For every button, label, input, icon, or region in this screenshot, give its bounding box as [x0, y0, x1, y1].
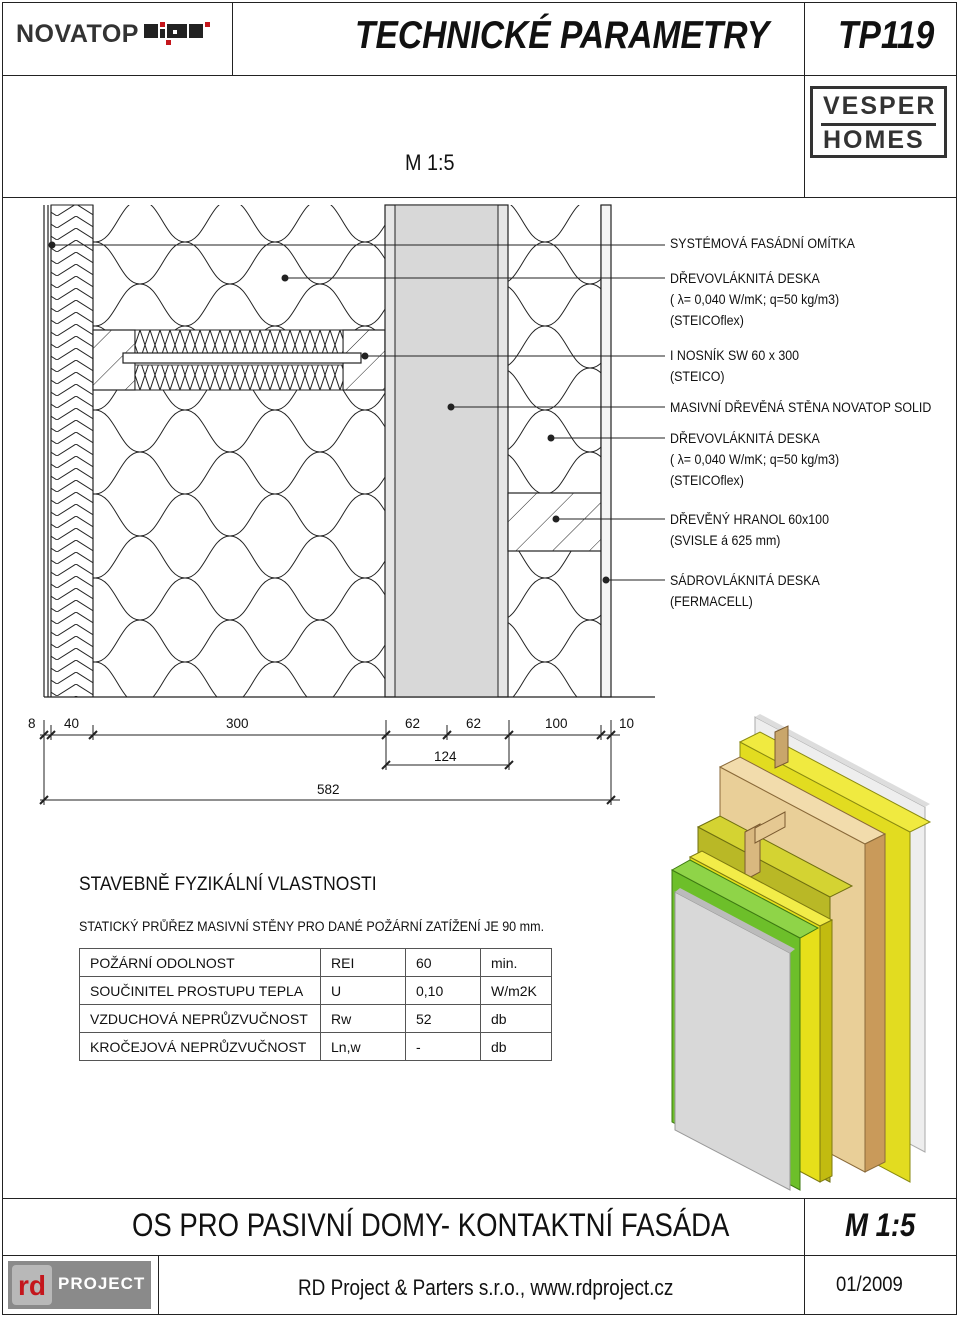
- table-row: KROČEJOVÁ NEPRŮZVUČNOST Ln,w - db: [79, 1032, 552, 1061]
- footer-sep-2: [158, 1255, 159, 1315]
- header-divider: [2, 75, 957, 76]
- header-sep-2: [804, 2, 805, 197]
- brand-text: NOVATOP: [16, 20, 139, 48]
- page-title: TECHNICKÉ PARAMETRY: [355, 14, 770, 57]
- prop-value: 52: [405, 1004, 481, 1033]
- layer-label-gypsum: SÁDROVLÁKNITÁ DESKA(FERMACELL): [670, 573, 820, 609]
- dim-62a: 62: [405, 716, 421, 731]
- rd-project-logo: rd PROJECT: [8, 1261, 151, 1309]
- dim-124: 124: [434, 749, 457, 764]
- novatop-logo: NOVATOP: [16, 20, 210, 49]
- dim-8: 8: [28, 716, 36, 731]
- sheet-code: TP119: [838, 14, 935, 57]
- prop-unit: db: [480, 1032, 552, 1061]
- company-info: RD Project & Parters s.r.o., www.rdproje…: [298, 1275, 674, 1300]
- svg-text:rd: rd: [18, 1270, 46, 1301]
- layer-label-i-beam: I NOSNÍK SW 60 x 300(STEICO): [670, 348, 800, 384]
- prop-value: -: [405, 1032, 481, 1061]
- layer-label-render: SYSTÉMOVÁ FASÁDNÍ OMÍTKA: [670, 236, 855, 251]
- prop-unit: W/m2K: [480, 976, 552, 1005]
- layer-label-fibreboard-ext: DŘEVOVLÁKNITÁ DESKA( λ= 0,040 W/mK; q=50…: [670, 271, 840, 328]
- layer-label-solid-wall: MASIVNÍ DŘEVĚNÁ STĚNA NOVATOP SOLID: [670, 400, 932, 415]
- vesper-logo-line1: VESPER: [823, 92, 937, 120]
- date: 01/2009: [836, 1273, 903, 1296]
- table-row: POŽÁRNÍ ODOLNOST REI 60 min.: [79, 948, 552, 977]
- layer-label-fibreboard-int: DŘEVOVLÁKNITÁ DESKA( λ= 0,040 W/mK; q=50…: [670, 431, 840, 488]
- properties-table: POŽÁRNÍ ODOLNOST REI 60 min. SOUČINITEL …: [79, 948, 552, 1061]
- prop-label: SOUČINITEL PROSTUPU TEPLA: [79, 976, 321, 1005]
- prop-unit: db: [480, 1004, 552, 1033]
- prop-unit: min.: [480, 948, 552, 977]
- wall-3d-illustration: [670, 714, 932, 1191]
- vesper-logo-line2: HOMES: [823, 126, 925, 154]
- prop-label: POŽÁRNÍ ODOLNOST: [79, 948, 321, 977]
- footer-title: OS PRO PASIVNÍ DOMY- KONTAKTNÍ FASÁDA: [132, 1207, 730, 1243]
- layer-label-batten: DŘEVĚNÝ HRANOL 60x100(SVISLE á 625 mm): [670, 512, 830, 548]
- properties-note: STATICKÝ PRŮŘEZ MASIVNÍ STĚNY PRO DANÉ P…: [79, 919, 545, 934]
- properties-heading: STAVEBNĚ FYZIKÁLNÍ VLASTNOSTI: [79, 874, 377, 895]
- table-row: SOUČINITEL PROSTUPU TEPLA U 0,10 W/m2K: [79, 976, 552, 1005]
- rd-logo-text: PROJECT: [58, 1274, 146, 1293]
- footer-divider-2: [2, 1255, 957, 1256]
- prop-symbol: REI: [320, 948, 406, 977]
- footer-scale: M 1:5: [845, 1207, 916, 1243]
- vesper-logo-rule: [821, 123, 936, 126]
- rd-mark-icon: rd: [12, 1265, 52, 1305]
- dim-62b: 62: [466, 716, 482, 731]
- prop-value: 60: [405, 948, 481, 977]
- dim-100: 100: [545, 716, 568, 731]
- wall-section-drawing: [39, 204, 665, 805]
- prop-symbol: Ln,w: [320, 1032, 406, 1061]
- prop-symbol: U: [320, 976, 406, 1005]
- header-sep-1: [232, 2, 233, 75]
- prop-symbol: Rw: [320, 1004, 406, 1033]
- vesper-homes-logo: VESPER HOMES: [810, 86, 947, 158]
- prop-label: VZDUCHOVÁ NEPRŮZVUČNOST: [79, 1004, 321, 1033]
- footer-divider: [2, 1198, 957, 1199]
- footer-sep-1: [804, 1198, 805, 1315]
- header-divider-2: [2, 197, 957, 198]
- dim-582: 582: [317, 782, 340, 797]
- brand-mark-icon: [144, 22, 210, 45]
- prop-label: KROČEJOVÁ NEPRŮZVUČNOST: [79, 1032, 321, 1061]
- table-row: VZDUCHOVÁ NEPRŮZVUČNOST Rw 52 db: [79, 1004, 552, 1033]
- drawing-scale: M 1:5: [405, 150, 455, 175]
- dim-40: 40: [64, 716, 80, 731]
- dim-10: 10: [619, 716, 635, 731]
- prop-value: 0,10: [405, 976, 481, 1005]
- dim-300: 300: [226, 716, 249, 731]
